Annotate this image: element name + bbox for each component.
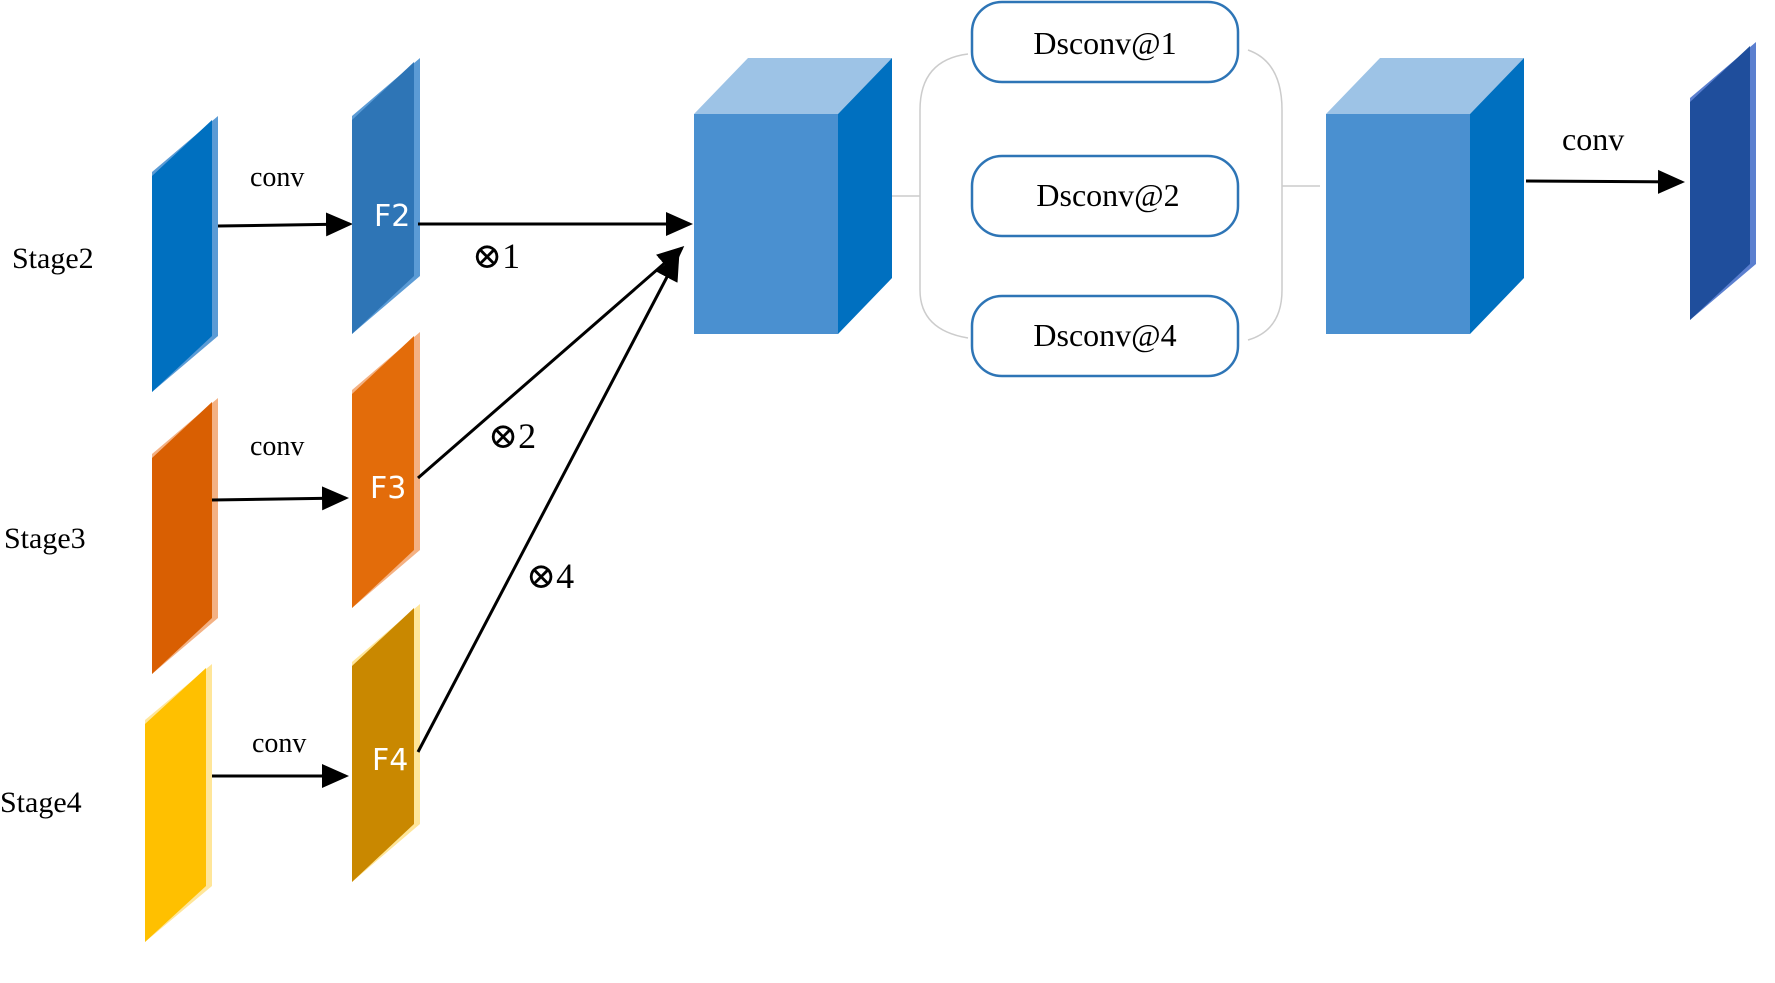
f4-slab: [352, 608, 414, 882]
f2-multiplier: ⊗1: [472, 236, 520, 276]
dsconv-3-label: Dsconv@4: [1033, 317, 1176, 353]
dsconv-box-2: Dsconv@2: [970, 154, 1240, 238]
fusion-cube-top: [694, 58, 892, 114]
output-conv-label: conv: [1562, 121, 1624, 157]
stage2-input-slab: [152, 120, 212, 392]
dsconv-brace: [892, 49, 1320, 341]
fusion-cube: [694, 58, 892, 334]
f2-label: F2: [374, 199, 410, 234]
f2-slab: [352, 62, 414, 334]
stage3-input-slab: [152, 402, 212, 674]
stage3-group: Stage3 conv F3 ⊗2: [4, 246, 685, 674]
f3-multiplier: ⊗2: [488, 416, 536, 456]
stage4-group: Stage4 conv F4 ⊗4: [0, 253, 680, 942]
stage2-conv-arrow: [217, 212, 353, 237]
merged-cube-front: [1326, 114, 1470, 334]
brace-left: [919, 53, 969, 339]
stage2-label: Stage2: [12, 242, 94, 275]
stage3-conv-arrow: [211, 486, 349, 511]
stage4-label: Stage4: [0, 786, 82, 819]
dsconv-box-3: Dsconv@4: [970, 294, 1240, 378]
dsconv-box-1: Dsconv@1: [970, 0, 1240, 84]
f4-multiplier: ⊗4: [526, 556, 574, 596]
stage3-label: Stage3: [4, 522, 86, 555]
output-slab: [1690, 46, 1750, 320]
merged-cube-side: [1470, 58, 1524, 334]
output-group: conv: [1525, 42, 1756, 320]
f3-to-cube-arrow: [417, 246, 685, 480]
fusion-cube-side: [838, 58, 892, 334]
stage4-input-slab: [145, 668, 206, 942]
f3-slab: [352, 336, 414, 608]
merged-cube-top: [1326, 58, 1524, 114]
stage3-conv-label: conv: [250, 431, 304, 462]
dsconv-2-label: Dsconv@2: [1036, 177, 1179, 213]
output-conv-arrow: [1525, 169, 1685, 194]
stage2-conv-label: conv: [250, 162, 304, 193]
stage2-group: Stage2 conv F2 ⊗1: [12, 58, 693, 392]
f4-label: F4: [372, 743, 408, 778]
f3-label: F3: [370, 471, 406, 506]
merged-cube: [1326, 58, 1524, 334]
f4-to-cube-arrow: [416, 253, 680, 753]
stage4-conv-label: conv: [252, 728, 306, 759]
brace-right: [1247, 49, 1283, 341]
dsconv-1-label: Dsconv@1: [1033, 25, 1176, 61]
fusion-cube-front: [694, 114, 838, 334]
